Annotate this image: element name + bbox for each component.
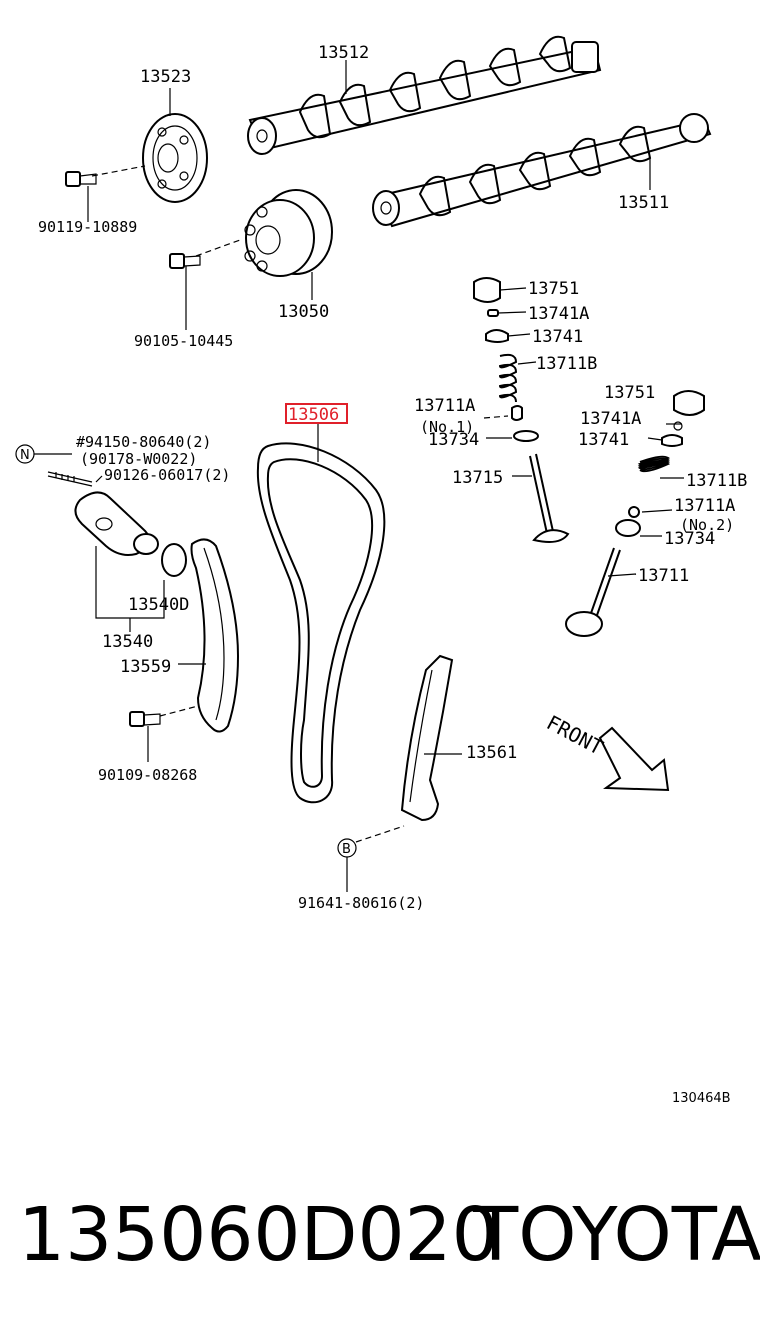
chain-guide-13559 [190, 538, 240, 733]
label-13523: 13523 [140, 67, 191, 87]
label-90178-w0022: (90178-W0022) [80, 450, 197, 468]
label-13512: 13512 [318, 43, 369, 63]
label-13741A-b: 13741A [580, 409, 641, 429]
valve-train-no1 [473, 277, 570, 543]
vvt-gear-13050 [244, 189, 333, 277]
label-13741-b: 13741 [578, 430, 629, 450]
label-13559: 13559 [120, 657, 171, 677]
label-13715: 13715 [452, 468, 503, 488]
chain-damper-13561 [400, 654, 454, 822]
label-no1: (No.1) [420, 418, 474, 436]
bolt-90109 [129, 711, 161, 727]
label-13734-b: 13734 [664, 529, 715, 549]
label-13540D: 13540D [128, 595, 189, 615]
label-13050: 13050 [278, 302, 329, 322]
stud-bolt-90126 [47, 471, 93, 487]
label-13751-a: 13751 [528, 279, 579, 299]
camshaft-13512 [247, 35, 602, 155]
label-13751-b: 13751 [604, 383, 655, 403]
label-13561: 13561 [466, 743, 517, 763]
mark-b: B [342, 842, 351, 857]
chain-tensioner-13540 [74, 491, 159, 556]
valve-train-no2 [565, 390, 705, 637]
cam-sprocket-13523 [142, 113, 208, 203]
timing-chain-13506 [256, 442, 386, 804]
brand-name: TOYOTA [473, 1192, 760, 1278]
bolt-90119 [65, 171, 97, 187]
label-91641-80616: 91641-80616(2) [298, 894, 424, 912]
o-ring-13540D [161, 543, 187, 577]
label-90126-06017: 90126-06017(2) [104, 466, 230, 484]
part-number: 135060D020 [18, 1192, 499, 1278]
label-90109-08268: 90109-08268 [98, 766, 197, 784]
label-13741-a: 13741 [532, 327, 583, 347]
label-13511: 13511 [618, 193, 669, 213]
label-no2: (No.2) [680, 516, 734, 534]
reference-code: 130464B [672, 1091, 731, 1106]
label-94150-80640: #94150-80640(2) [76, 433, 211, 451]
label-13506: 13506 [288, 405, 339, 425]
label-90119-10889: 90119-10889 [38, 218, 137, 236]
footer: 135060D020 TOYOTA [18, 1190, 760, 1280]
mark-n: N [20, 448, 30, 463]
bolt-90105 [169, 253, 201, 269]
label-13711: 13711 [638, 566, 689, 586]
label-13734-a: 13734 [428, 430, 479, 450]
front-label: FRONT [543, 710, 607, 759]
label-13540: 13540 [102, 632, 153, 652]
front-arrow [598, 726, 670, 792]
label-13711A-b: 13711A [674, 496, 735, 516]
label-13711B-b: 13711B [686, 471, 747, 491]
label-13741A-a: 13741A [528, 304, 589, 324]
highlight-13506 [285, 403, 348, 424]
label-13711B-a: 13711B [536, 354, 597, 374]
label-90105-10445: 90105-10445 [134, 332, 233, 350]
label-13711A-a: 13711A [414, 396, 475, 416]
